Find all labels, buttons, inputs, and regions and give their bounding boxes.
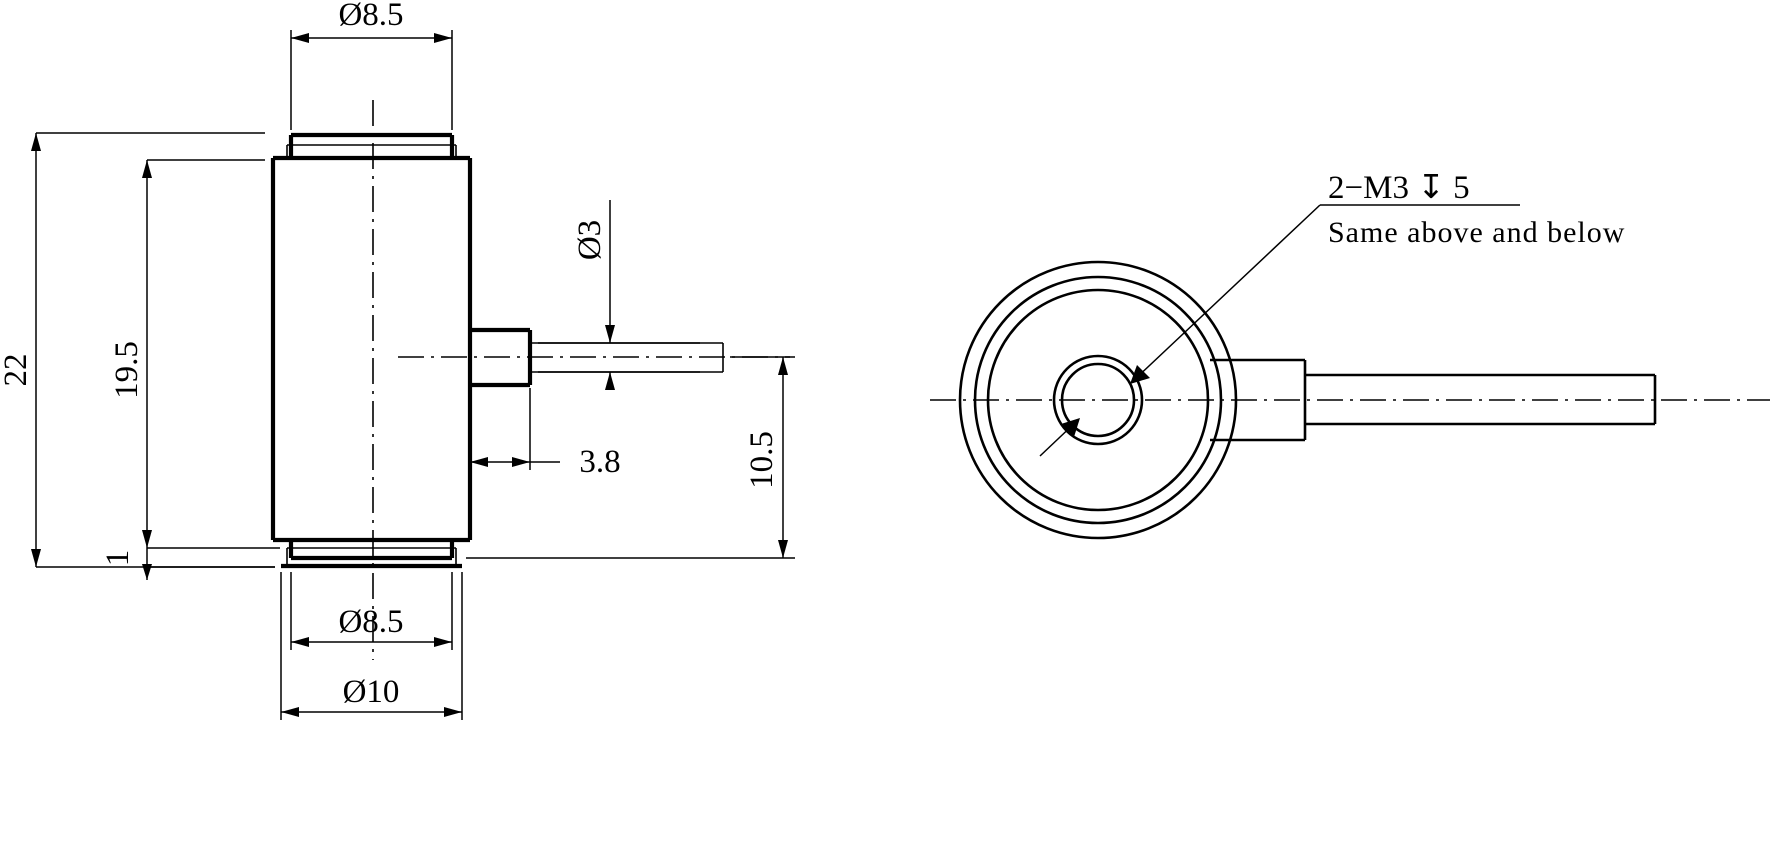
callout-line2: Same above and below: [1328, 216, 1625, 249]
thread-circle: [986, 288, 1210, 512]
dim-body-dia: Ø10: [280, 572, 463, 720]
top-view: 2−M3 ↧ 5 Same above and below: [930, 170, 1770, 540]
dim-body-height: 19.5: [109, 159, 280, 549]
dim-label-top-thread-dia: Ø8.5: [338, 0, 403, 33]
dim-top-thread-dia: Ø8.5: [290, 0, 453, 130]
dim-label-overall-height: 22: [0, 354, 34, 387]
dim-label-body-height: 19.5: [109, 341, 145, 399]
callout-line1: 2−M3 ↧ 5: [1328, 170, 1470, 206]
dim-label-nipple-length: 3.8: [579, 444, 620, 480]
top-thread: [273, 132, 470, 161]
bottom-thread: [281, 540, 462, 569]
dim-label-body-dia: Ø10: [343, 674, 400, 710]
dim-bottom-step: 1: [100, 548, 275, 580]
thread-callout: 2−M3 ↧ 5 Same above and below: [1328, 170, 1625, 249]
dim-nipple-length: 3.8: [469, 388, 621, 480]
dim-bottom-thread-dia: Ø8.5: [290, 572, 453, 650]
dim-label-cable-axis-height: 10.5: [744, 431, 780, 489]
body-circle: [973, 275, 1223, 525]
top-view-nipple: [1210, 358, 1307, 442]
cable-nipple: [470, 327, 533, 388]
dim-label-bottom-step: 1: [100, 550, 136, 567]
leader-lines: [1039, 204, 1520, 457]
dim-cable-axis-height: 10.5: [466, 356, 795, 559]
tapped-hole-outer-circle: [1052, 354, 1144, 446]
front-view: Ø8.5 22 19.5 1: [0, 0, 795, 720]
outer-body-circle: [958, 260, 1238, 540]
dim-label-cable-dia: Ø3: [572, 220, 608, 260]
tapped-hole-inner-circle: [1060, 362, 1136, 438]
top-view-cable: [1305, 373, 1657, 426]
dim-label-bottom-thread-dia: Ø8.5: [338, 604, 403, 640]
main-body: [270, 158, 473, 543]
dim-cable-dia: Ø3: [538, 200, 700, 390]
